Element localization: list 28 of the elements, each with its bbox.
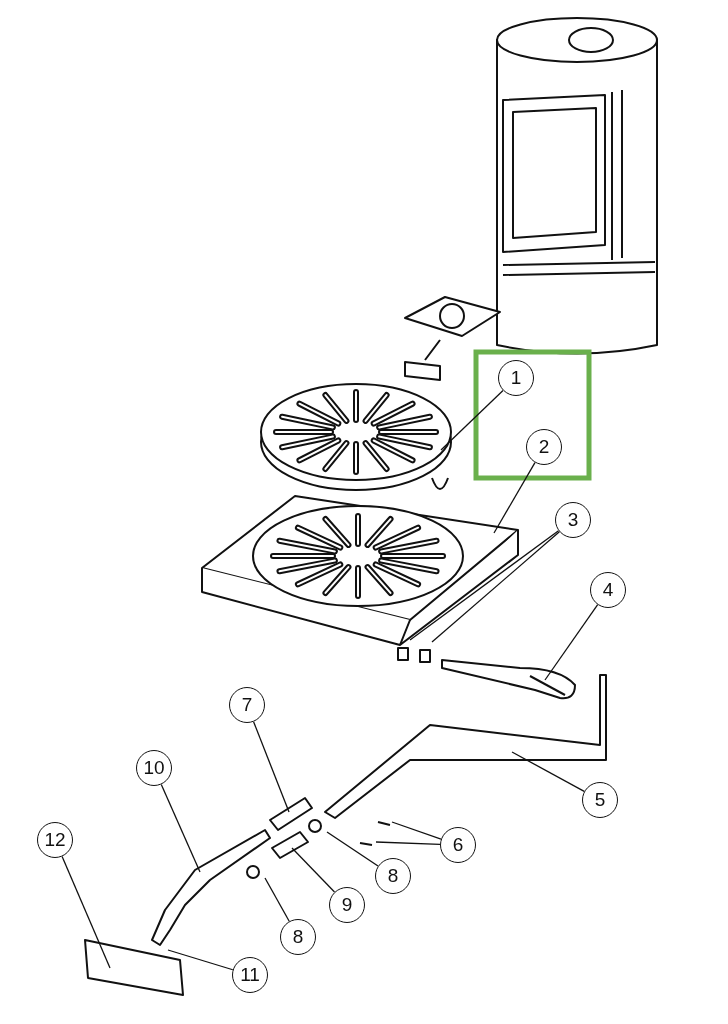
callout-number: 6 <box>440 827 476 863</box>
callout-number: 5 <box>582 782 618 818</box>
leader-line <box>252 721 290 813</box>
callout-number: 2 <box>526 429 562 465</box>
leader-line <box>493 461 536 534</box>
leader-line <box>160 783 201 873</box>
leader-line <box>291 847 336 893</box>
leader-line <box>167 949 234 971</box>
callout-number: 7 <box>229 687 265 723</box>
callout-number: 10 <box>136 750 172 786</box>
callout-number: 4 <box>590 572 626 608</box>
callout-number: 12 <box>37 822 73 858</box>
callout-number: 3 <box>555 502 591 538</box>
leader-line <box>431 531 561 643</box>
callout-number: 1 <box>498 360 534 396</box>
leader-line <box>391 821 442 840</box>
leader-line <box>409 530 560 641</box>
leader-line <box>544 604 599 681</box>
callout-number: 8 <box>375 858 411 894</box>
callout-number: 9 <box>329 887 365 923</box>
callout-number: 8 <box>280 919 316 955</box>
leader-line <box>440 389 504 451</box>
leader-line <box>264 877 290 922</box>
leader-line <box>511 751 585 793</box>
leader-line <box>61 855 111 969</box>
leader-line <box>326 831 379 867</box>
leader-line <box>375 841 441 845</box>
callout-number: 11 <box>232 957 268 993</box>
